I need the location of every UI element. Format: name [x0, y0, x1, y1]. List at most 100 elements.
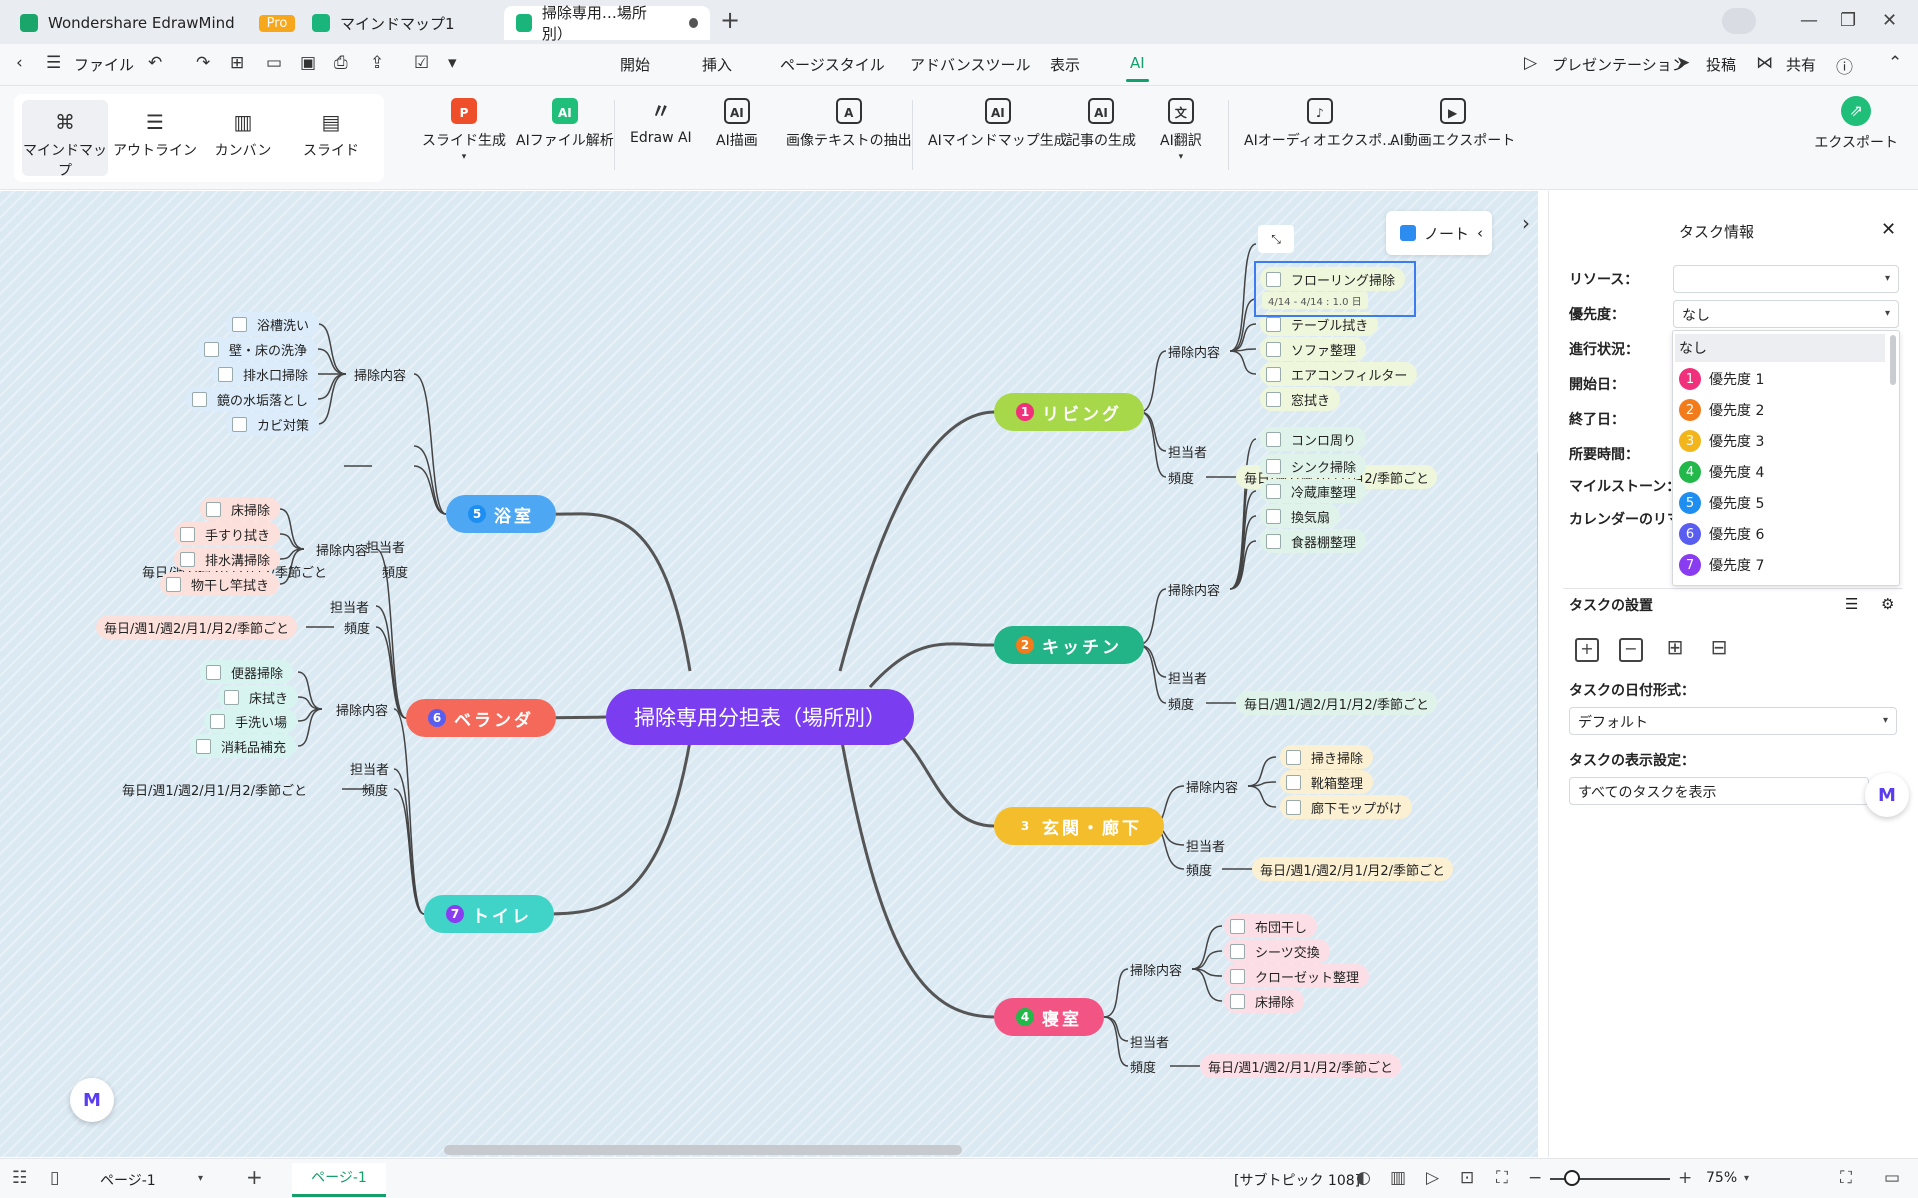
subtopic-frequency[interactable]: 頻度 — [1168, 472, 1195, 487]
avatar[interactable] — [1722, 8, 1756, 34]
task-checkbox[interactable] — [192, 391, 207, 407]
notes-button[interactable]: ノート ‹ — [1386, 211, 1492, 255]
view-slide-button[interactable]: ▤ スライド — [288, 100, 374, 176]
task-checkbox[interactable] — [1266, 391, 1281, 407]
task-item[interactable]: シンク掃除 — [1260, 454, 1367, 478]
task-checkbox[interactable] — [1266, 431, 1281, 447]
view-outline-button[interactable]: ☰ アウトライン — [112, 100, 198, 176]
slide-gen-button[interactable]: P スライド生成 ▾ — [422, 98, 506, 162]
task-flooring[interactable]: フローリング掃除 — [1260, 267, 1406, 291]
topic-entrance[interactable]: 3 玄関・廊下 — [994, 807, 1164, 845]
tab-insert[interactable]: 挿入 — [702, 56, 733, 74]
outline-toggle-icon[interactable]: ☷ — [12, 1168, 28, 1188]
image-text-extract-button[interactable]: A 画像テキストの抽出 — [786, 98, 912, 150]
topic-bathroom[interactable]: 5 浴室 — [446, 495, 556, 533]
task-checkbox[interactable] — [1230, 943, 1245, 959]
edraw-ai-side-icon[interactable]: M — [1865, 773, 1909, 817]
open-folder-icon[interactable]: ▭ — [266, 53, 283, 73]
book-icon[interactable]: ▥ — [1390, 1168, 1407, 1188]
task-item[interactable]: コンロ周り — [1260, 427, 1367, 451]
task-item[interactable]: 床拭き — [218, 685, 299, 709]
task-item[interactable]: 布団干し — [1224, 914, 1318, 938]
undo-icon[interactable]: ↶ — [148, 53, 163, 73]
subtopic-content[interactable]: 掃除内容 — [1168, 584, 1221, 599]
task-checkbox[interactable] — [1266, 483, 1281, 499]
task-item[interactable]: シーツ交換 — [1224, 939, 1330, 963]
topic-balcony[interactable]: 6 ベランダ — [406, 699, 556, 737]
topic-bedroom[interactable]: 4 寝室 — [994, 998, 1104, 1036]
task-checkbox[interactable] — [1230, 993, 1245, 1009]
resource-select[interactable]: ▾ — [1673, 265, 1899, 293]
check-icon[interactable]: ☑ — [414, 53, 430, 73]
subtopic-frequency[interactable]: 頻度 — [1186, 864, 1213, 879]
file-menu[interactable]: ファイル — [74, 56, 135, 74]
filter-settings-icon[interactable]: ⚙ — [1881, 595, 1895, 613]
close-window-icon[interactable]: ✕ — [1882, 10, 1898, 31]
add-page-icon[interactable]: + — [246, 1165, 263, 1189]
tab-start[interactable]: 開始 — [620, 56, 651, 74]
presentation-icon[interactable]: ▷ — [1524, 53, 1538, 73]
close-panel-icon[interactable]: ✕ — [1881, 219, 1897, 240]
task-checkbox[interactable] — [1266, 316, 1281, 332]
fit-page-icon[interactable]: ⊡ — [1460, 1168, 1475, 1188]
vertical-scrollbar[interactable] — [1537, 451, 1538, 791]
redo-icon[interactable]: ↷ — [196, 53, 211, 73]
task-item[interactable]: 手すり拭き — [174, 522, 281, 546]
topic-toilet[interactable]: 7 トイレ — [424, 895, 554, 933]
subtopic-frequency[interactable]: 頻度 — [362, 784, 389, 799]
ai-audio-export-button[interactable]: ♪ AIオーディオエクスポ... — [1244, 98, 1396, 150]
task-checkbox[interactable] — [1266, 271, 1281, 287]
task-date-tag[interactable]: 4/14 - 4/14 : 1.0 日 — [1262, 292, 1368, 309]
topic-living[interactable]: 1 リビング — [994, 393, 1144, 431]
task-checkbox[interactable] — [232, 316, 247, 332]
presentation-button[interactable]: プレゼンテーション — [1552, 56, 1687, 74]
tab-app[interactable]: Wondershare EdrawMind Pro — [8, 6, 307, 40]
theme-icon[interactable]: ◐ — [1356, 1168, 1371, 1188]
subtopic-content[interactable]: 掃除内容 — [1168, 346, 1221, 361]
task-item[interactable]: 床掃除 — [1224, 989, 1305, 1013]
help-icon[interactable]: ⓘ — [1836, 58, 1853, 78]
minimize-icon[interactable]: — — [1800, 10, 1818, 31]
new-tab-plus-icon[interactable]: + — [720, 6, 741, 34]
task-checkbox[interactable] — [206, 664, 221, 680]
print-icon[interactable]: ⎙ — [334, 53, 348, 73]
date-format-select[interactable]: デフォルト ▾ — [1569, 707, 1897, 735]
zoom-slider[interactable] — [1550, 1178, 1670, 1180]
task-checkbox[interactable] — [1266, 366, 1281, 382]
more-caret-icon[interactable]: ▾ — [448, 53, 457, 73]
subtopic-content[interactable]: 掃除内容 — [354, 369, 407, 384]
edraw-ai-fab-icon[interactable]: M — [70, 1078, 114, 1122]
task-item[interactable]: 掃き掃除 — [1280, 745, 1374, 769]
sort-icon[interactable]: ☰ — [1845, 595, 1859, 613]
task-checkbox[interactable] — [210, 713, 225, 729]
play-icon[interactable]: ▷ — [1426, 1168, 1440, 1188]
task-item[interactable]: 手洗い場 — [204, 709, 298, 733]
task-checkbox[interactable] — [1266, 533, 1281, 549]
view-mindmap-button[interactable]: ⌘ マインドマップ — [22, 100, 108, 179]
ai-draw-button[interactable]: AI AI描画 — [716, 98, 758, 150]
task-item[interactable]: エアコンフィルター — [1260, 362, 1418, 386]
subtopic-frequency[interactable]: 頻度 — [382, 566, 409, 581]
zoom-slider-handle[interactable] — [1564, 1170, 1580, 1186]
priority-select[interactable]: なし ▾ — [1673, 300, 1899, 328]
task-checkbox[interactable] — [206, 501, 221, 517]
mindmap-canvas[interactable]: 掃除専用分担表（場所別） 1 リビング 掃除内容 担当者 頻度 毎日/週1/週2… — [0, 191, 1538, 1157]
task-item[interactable]: 換気扇 — [1260, 504, 1341, 528]
edraw-ai-button[interactable]: 〃 Edraw AI — [630, 98, 692, 146]
share-button[interactable]: 共有 — [1786, 56, 1817, 74]
page-panel-icon[interactable]: ▯ — [50, 1168, 60, 1188]
new-file-icon[interactable]: ⊞ — [230, 53, 245, 73]
task-checkbox[interactable] — [224, 689, 239, 705]
subtopic-assignee[interactable]: 担当者 — [330, 601, 370, 616]
subtopic-assignee[interactable]: 担当者 — [1130, 1036, 1170, 1051]
subtopic-assignee[interactable]: 担当者 — [350, 763, 390, 778]
save-icon[interactable]: ▣ — [300, 53, 317, 73]
horizontal-scrollbar[interactable] — [444, 1145, 962, 1155]
task-checkbox[interactable] — [218, 366, 233, 382]
ai-translate-button[interactable]: 文 AI翻訳 ▾ — [1160, 98, 1202, 162]
page-select[interactable]: ページ-1 — [100, 1173, 156, 1189]
